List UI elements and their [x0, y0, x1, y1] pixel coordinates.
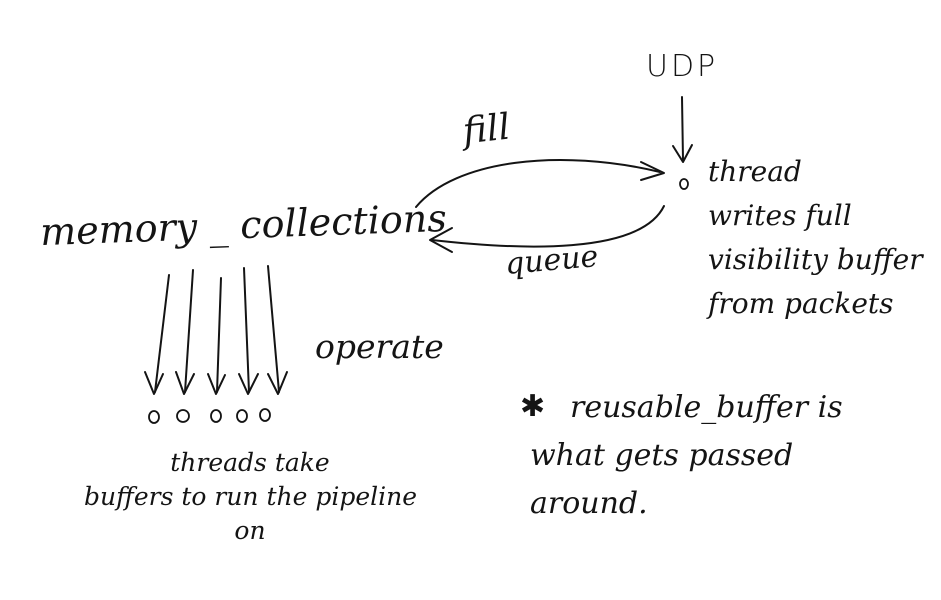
- operate-arrows: [144, 265, 288, 395]
- worker-thread-5-circle-icon: [259, 408, 271, 422]
- footnote-line: what gets passed: [530, 438, 794, 473]
- asterisk-icon: ✱: [520, 389, 546, 424]
- udp-thread-note-line: thread: [708, 155, 802, 188]
- worker-threads-note: threads take buffers to run the pipeline…: [84, 446, 418, 548]
- udp-thread-note-line: writes full: [708, 199, 852, 232]
- fill-label: fill: [460, 106, 513, 153]
- fill-arrow-icon: [415, 158, 665, 208]
- udp-thread-note: thread writes full visibility buffer fro…: [708, 150, 923, 326]
- udp-arrow-icon: [672, 96, 693, 163]
- worker-threads: [148, 408, 271, 424]
- udp-label: UDP: [646, 49, 719, 84]
- operate-arrow-4-icon: [238, 267, 259, 395]
- queue-label: queue: [503, 239, 600, 283]
- worker-thread-3-circle-icon: [210, 409, 222, 423]
- operate-label: operate: [315, 327, 444, 366]
- udp-thread-note-line: from packets: [708, 287, 894, 320]
- udp-thread-note-line: visibility buffer: [708, 243, 923, 276]
- worker-threads-note-line: buffers to run the pipeline: [84, 482, 418, 511]
- operate-arrow-3-icon: [207, 277, 226, 395]
- operate-arrow-5-icon: [267, 265, 288, 395]
- worker-threads-note-line: on: [234, 516, 266, 545]
- worker-thread-2-circle-icon: [176, 409, 190, 423]
- footnote-line: reusable_buffer is: [570, 390, 843, 425]
- worker-thread-4-circle-icon: [236, 409, 248, 423]
- udp-thread-circle-icon: [679, 178, 689, 190]
- operate-arrow-2-icon: [175, 269, 195, 395]
- worker-thread-1-circle-icon: [148, 410, 160, 424]
- worker-threads-note-line: threads take: [170, 448, 330, 477]
- operate-arrow-1-icon: [144, 274, 170, 395]
- reusable-buffer-footnote: reusable_buffer is what gets passed arou…: [530, 384, 843, 528]
- queue-arrow-icon: [429, 205, 665, 253]
- footnote-line: around.: [530, 486, 648, 521]
